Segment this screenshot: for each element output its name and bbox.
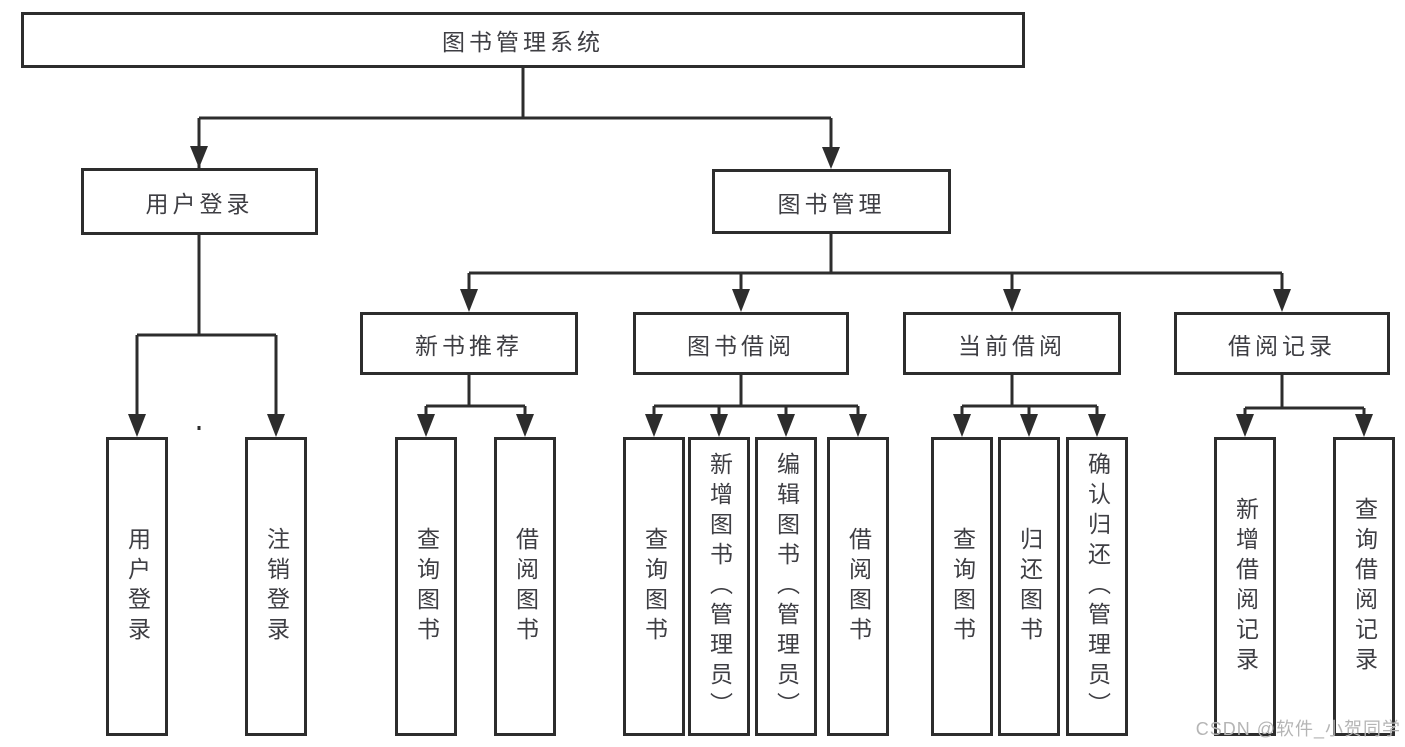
- arrowheads-level2: [190, 146, 840, 169]
- leaf-logout: 注销登录: [245, 437, 307, 736]
- leaf-query-borrow-record: 查询借阅记录: [1333, 437, 1395, 736]
- leaf-return-book: 归还图书: [998, 437, 1060, 736]
- node-user-login: 用户登录: [81, 168, 318, 235]
- node-borrow-records: 借阅记录: [1174, 312, 1390, 375]
- watermark: CSDN @软件_小贺同学: [1195, 719, 1401, 739]
- leaf-borrow-books-recommend: 借阅图书: [494, 437, 556, 736]
- leaf-user-login: 用户登录: [106, 437, 168, 736]
- leaf-query-books-recommend: 查询图书: [395, 437, 457, 736]
- leaf-query-books-borrow: 查询图书: [623, 437, 685, 736]
- connector-book-borrow-to-leaves: [645, 375, 867, 437]
- connector-borrow-records-to-leaves: [1236, 375, 1373, 437]
- node-book-management: 图书管理: [712, 169, 951, 234]
- leaf-add-borrow-record: 新增借阅记录: [1214, 437, 1276, 736]
- leaf-edit-book-admin: 编辑图书（管理员）: [755, 437, 817, 736]
- leaf-query-books-current: 查询图书: [931, 437, 993, 736]
- connector-new-book-to-leaves: [417, 375, 534, 437]
- leaf-add-book-admin: 新增图书（管理员）: [688, 437, 750, 736]
- connector-user-login-to-leaves: [128, 235, 285, 437]
- node-root: 图书管理系统: [21, 12, 1025, 68]
- connector-current-borrow-to-leaves: [953, 375, 1106, 437]
- leaf-confirm-return-admin: 确认归还（管理员）: [1066, 437, 1128, 736]
- connector-book-management-to-level3: [460, 234, 1291, 312]
- leaf-borrow-books-borrow: 借阅图书: [827, 437, 889, 736]
- node-new-book-recommend: 新书推荐: [360, 312, 578, 375]
- connector-root-to-level2: [197, 68, 833, 430]
- node-book-borrow: 图书借阅: [633, 312, 849, 375]
- node-current-borrow: 当前借阅: [903, 312, 1121, 375]
